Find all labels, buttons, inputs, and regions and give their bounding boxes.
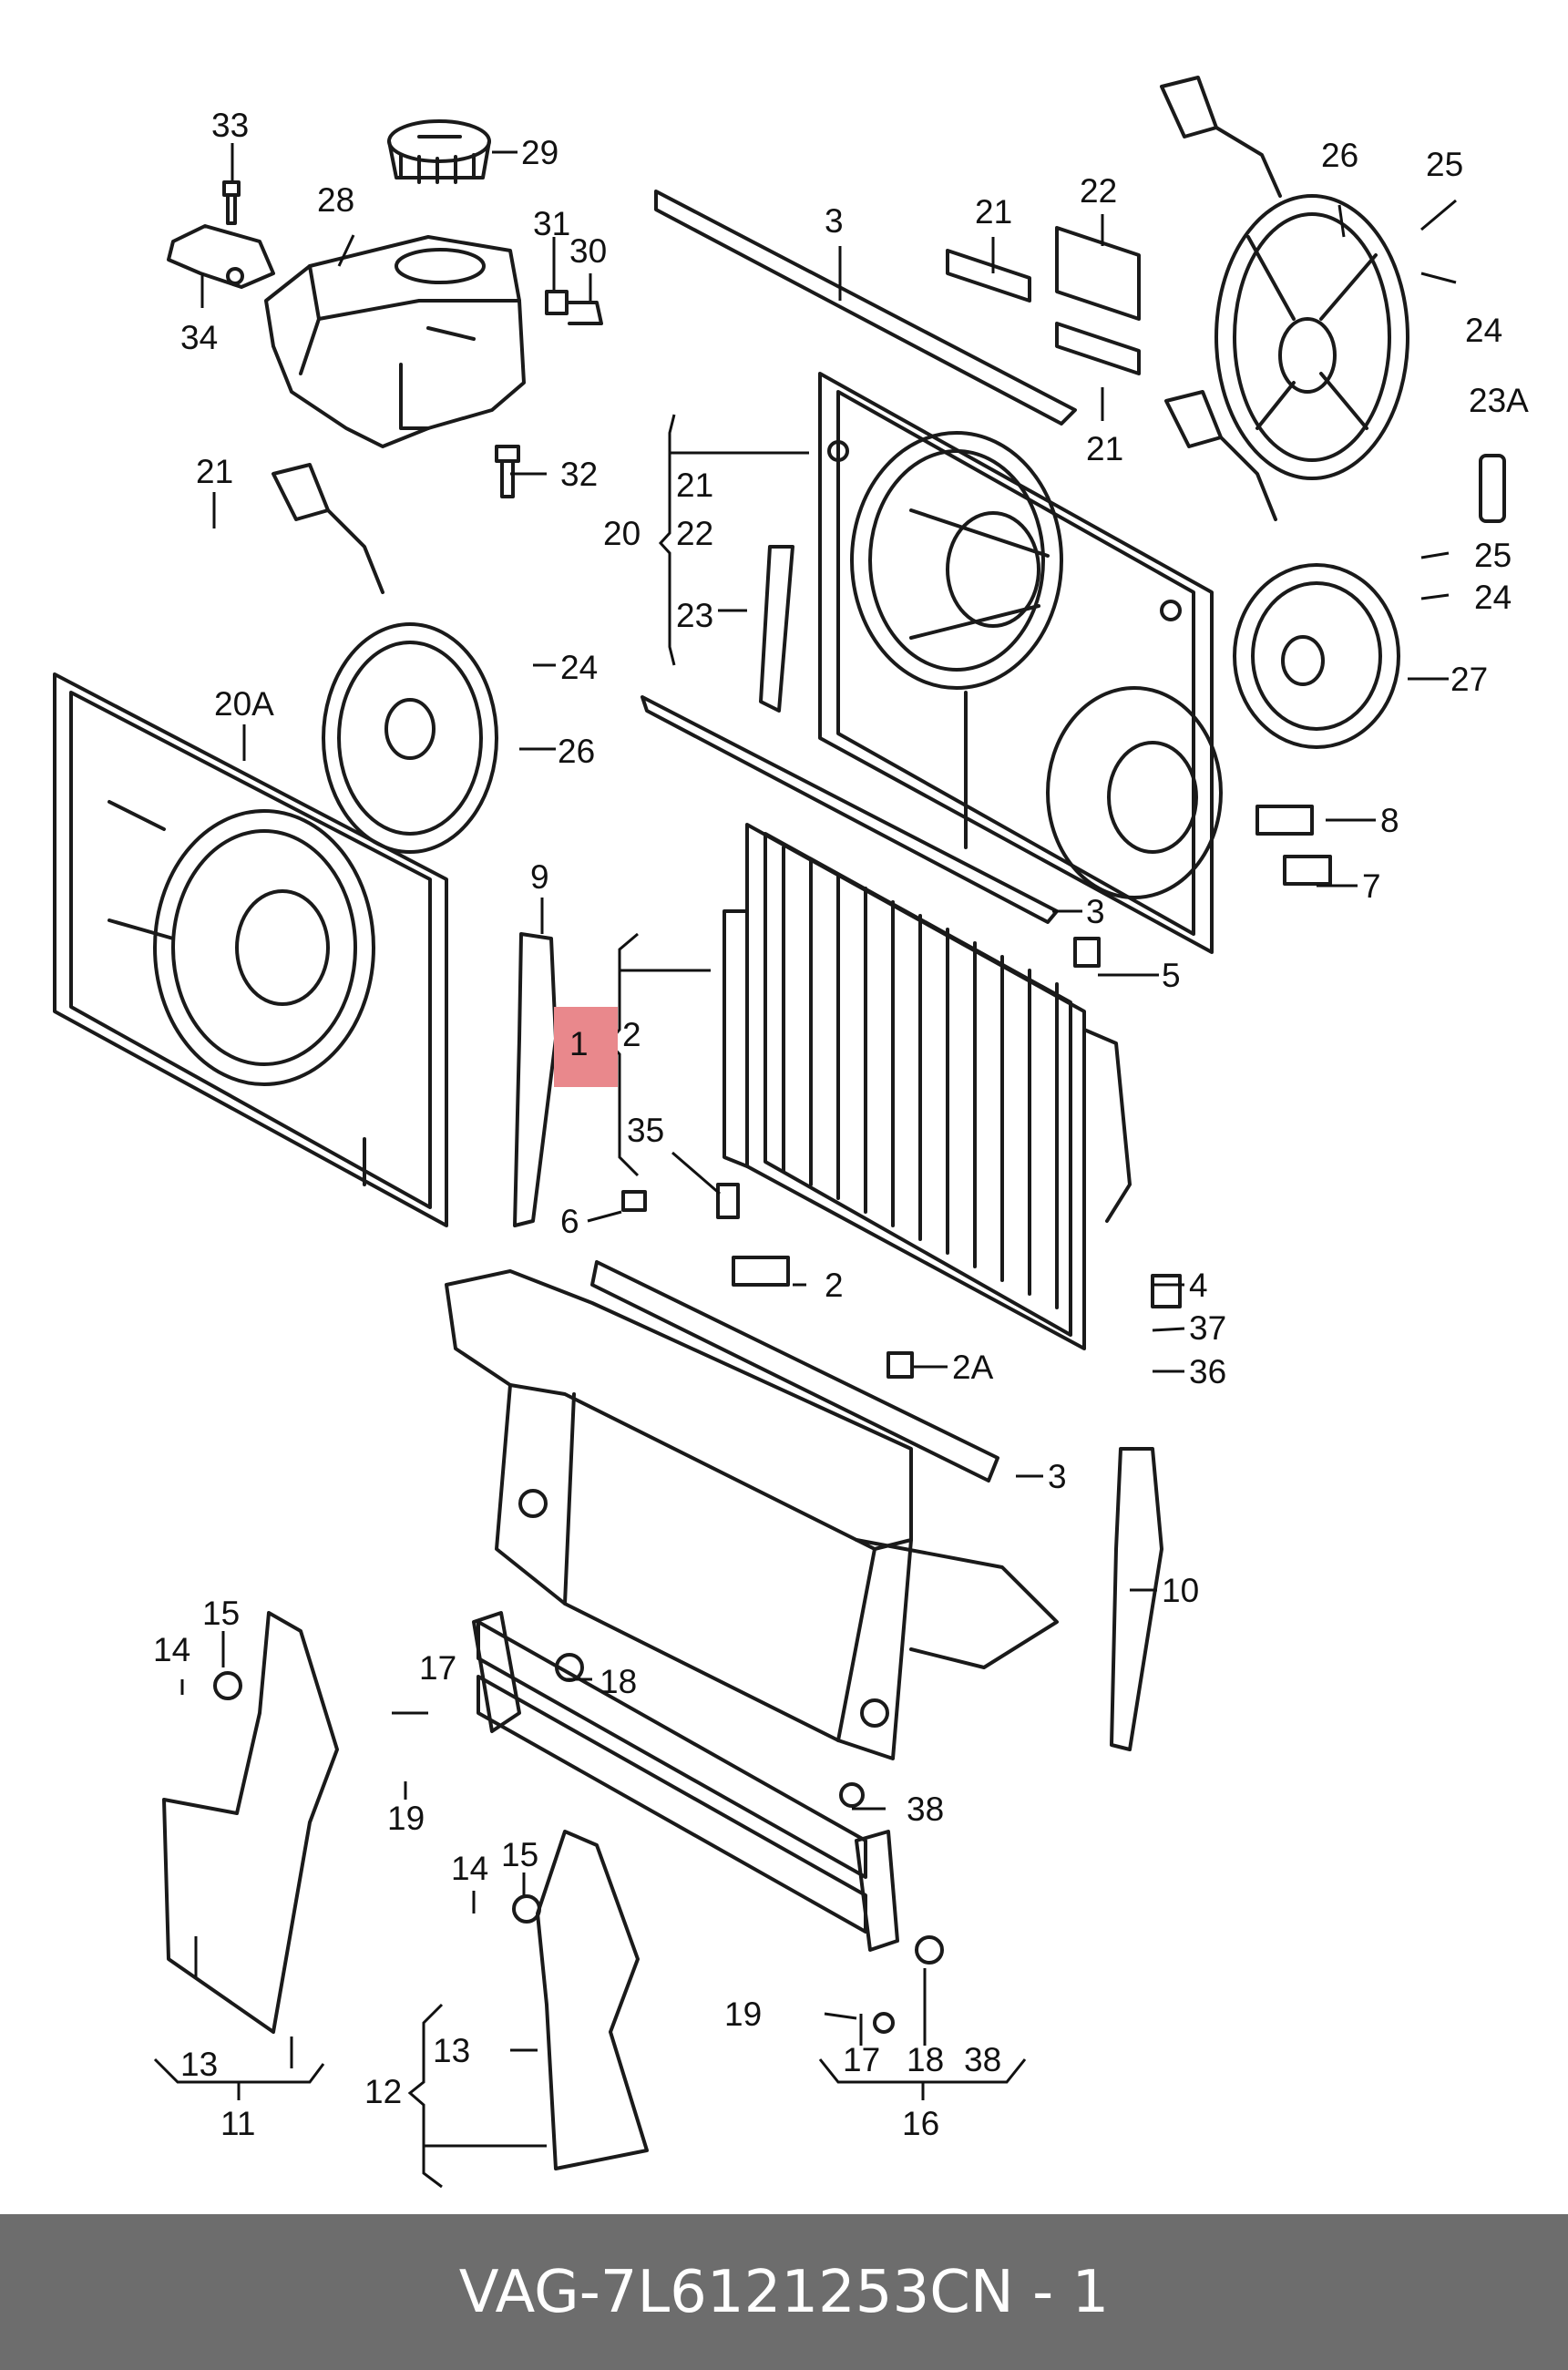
- bolt-part-32: [495, 445, 520, 498]
- callout-20: 20: [603, 515, 641, 552]
- callout-5: 5: [1162, 957, 1181, 994]
- callout-21: 21: [196, 453, 233, 490]
- bracket-part-34: [167, 224, 275, 289]
- leader-lines: [153, 143, 1457, 2189]
- seal-parts-21-22: [946, 226, 1141, 375]
- callout-14: 14: [451, 1850, 488, 1887]
- callout-38: 38: [964, 2041, 1001, 2078]
- callout-17: 17: [843, 2041, 880, 2078]
- cooling-fan-part-27: [1164, 390, 1400, 749]
- parts-exploded-diagram: 1 2 2 2A 3 3 3 4 5 6 7 8 9 10 11 12 13 1…: [53, 76, 1529, 2189]
- strip-part-23: [759, 545, 794, 713]
- callout-labels: 1 2 2 2A 3 3 3 4 5 6 7 8 9 10 11 12 13 1…: [153, 107, 1529, 2142]
- callout-19: 19: [387, 1800, 425, 1837]
- callout-33: 33: [211, 107, 249, 144]
- callout-35: 35: [627, 1112, 664, 1149]
- callout-11: 11: [220, 2105, 255, 2142]
- callout-17: 17: [419, 1649, 456, 1687]
- callout-36: 36: [1189, 1353, 1226, 1390]
- callout-3: 3: [825, 202, 844, 240]
- air-duct-part-9: [513, 932, 558, 1227]
- callout-13: 13: [180, 2046, 218, 2083]
- callout-7: 7: [1362, 867, 1381, 905]
- air-duct-part-10: [1110, 1447, 1163, 1751]
- air-guide-part-11: [162, 1611, 339, 2034]
- rail-part-3-middle: [641, 695, 1059, 924]
- callout-2: 2: [622, 1016, 641, 1053]
- grommet-part-23A: [1479, 454, 1506, 523]
- callout-22: 22: [676, 515, 713, 552]
- callout-24: 24: [1465, 312, 1502, 349]
- lock-carrier-front-end: [445, 1260, 1059, 1760]
- bumper-carrier-part-16: [472, 1611, 899, 1952]
- sensor-part-30-31: [545, 290, 603, 325]
- highlight-marker: [554, 1007, 618, 1087]
- callout-18: 18: [600, 1663, 637, 1700]
- brand-label: VAG: [458, 2258, 579, 2326]
- filler-cap-part-29: [387, 119, 491, 184]
- part-number-banner: VAG - 7L6121253C N - 1: [0, 2214, 1568, 2370]
- position-label: N - 1: [969, 2258, 1110, 2326]
- cooling-fan-part-26-upper: [1160, 76, 1409, 480]
- callout-24: 24: [1474, 579, 1512, 616]
- callout-22: 22: [1080, 172, 1117, 210]
- callout-23: 23: [676, 597, 713, 634]
- rail-part-3-upper: [654, 190, 1077, 426]
- callout-15: 15: [501, 1836, 538, 1873]
- part-number: 7L6121253C: [600, 2258, 970, 2326]
- callout-29: 29: [521, 134, 559, 171]
- callout-26: 26: [558, 733, 595, 770]
- callout-21: 21: [1086, 430, 1123, 467]
- cooling-fan-part-26-left: [272, 463, 498, 854]
- callout-38: 38: [907, 1790, 944, 1828]
- fasteners: [213, 805, 1332, 2034]
- callout-23A: 23A: [1469, 382, 1529, 419]
- radiator-part-1: [723, 823, 1132, 1350]
- callout-1: 1: [569, 1025, 589, 1062]
- callout-19: 19: [724, 1996, 762, 2033]
- callout-32: 32: [560, 456, 598, 493]
- callout-27: 27: [1450, 661, 1488, 698]
- callout-3: 3: [1086, 893, 1105, 930]
- separator: -: [579, 2258, 600, 2326]
- callout-37: 37: [1189, 1309, 1226, 1347]
- callout-26: 26: [1321, 137, 1358, 174]
- callout-24: 24: [560, 649, 598, 686]
- callout-6: 6: [560, 1203, 579, 1240]
- callout-21: 21: [975, 193, 1012, 231]
- callout-3: 3: [1048, 1458, 1067, 1495]
- callout-9: 9: [530, 858, 549, 896]
- callout-20A: 20A: [214, 685, 274, 723]
- air-guide-part-12: [536, 1830, 649, 2170]
- callout-12: 12: [364, 2073, 402, 2110]
- callout-31: 31: [533, 205, 570, 242]
- callout-30: 30: [569, 232, 607, 270]
- callout-4: 4: [1189, 1267, 1208, 1304]
- callout-14: 14: [153, 1631, 190, 1668]
- callout-10: 10: [1162, 1572, 1199, 1609]
- callout-21: 21: [676, 467, 713, 504]
- fan-shroud-part-20: [818, 372, 1223, 954]
- callout-15: 15: [202, 1595, 240, 1632]
- callout-2A: 2A: [952, 1349, 994, 1386]
- callout-34: 34: [180, 319, 218, 356]
- callout-25: 25: [1474, 537, 1512, 574]
- bolt-part-33: [222, 180, 241, 225]
- expansion-tank-part-28: [264, 235, 526, 448]
- callout-28: 28: [317, 181, 354, 219]
- callout-18: 18: [907, 2041, 944, 2078]
- callout-8: 8: [1380, 802, 1399, 839]
- callout-2: 2: [825, 1267, 844, 1304]
- callout-25: 25: [1426, 146, 1463, 183]
- callout-16: 16: [902, 2105, 939, 2142]
- callout-13: 13: [433, 2032, 470, 2069]
- fan-shroud-part-20A: [53, 672, 448, 1227]
